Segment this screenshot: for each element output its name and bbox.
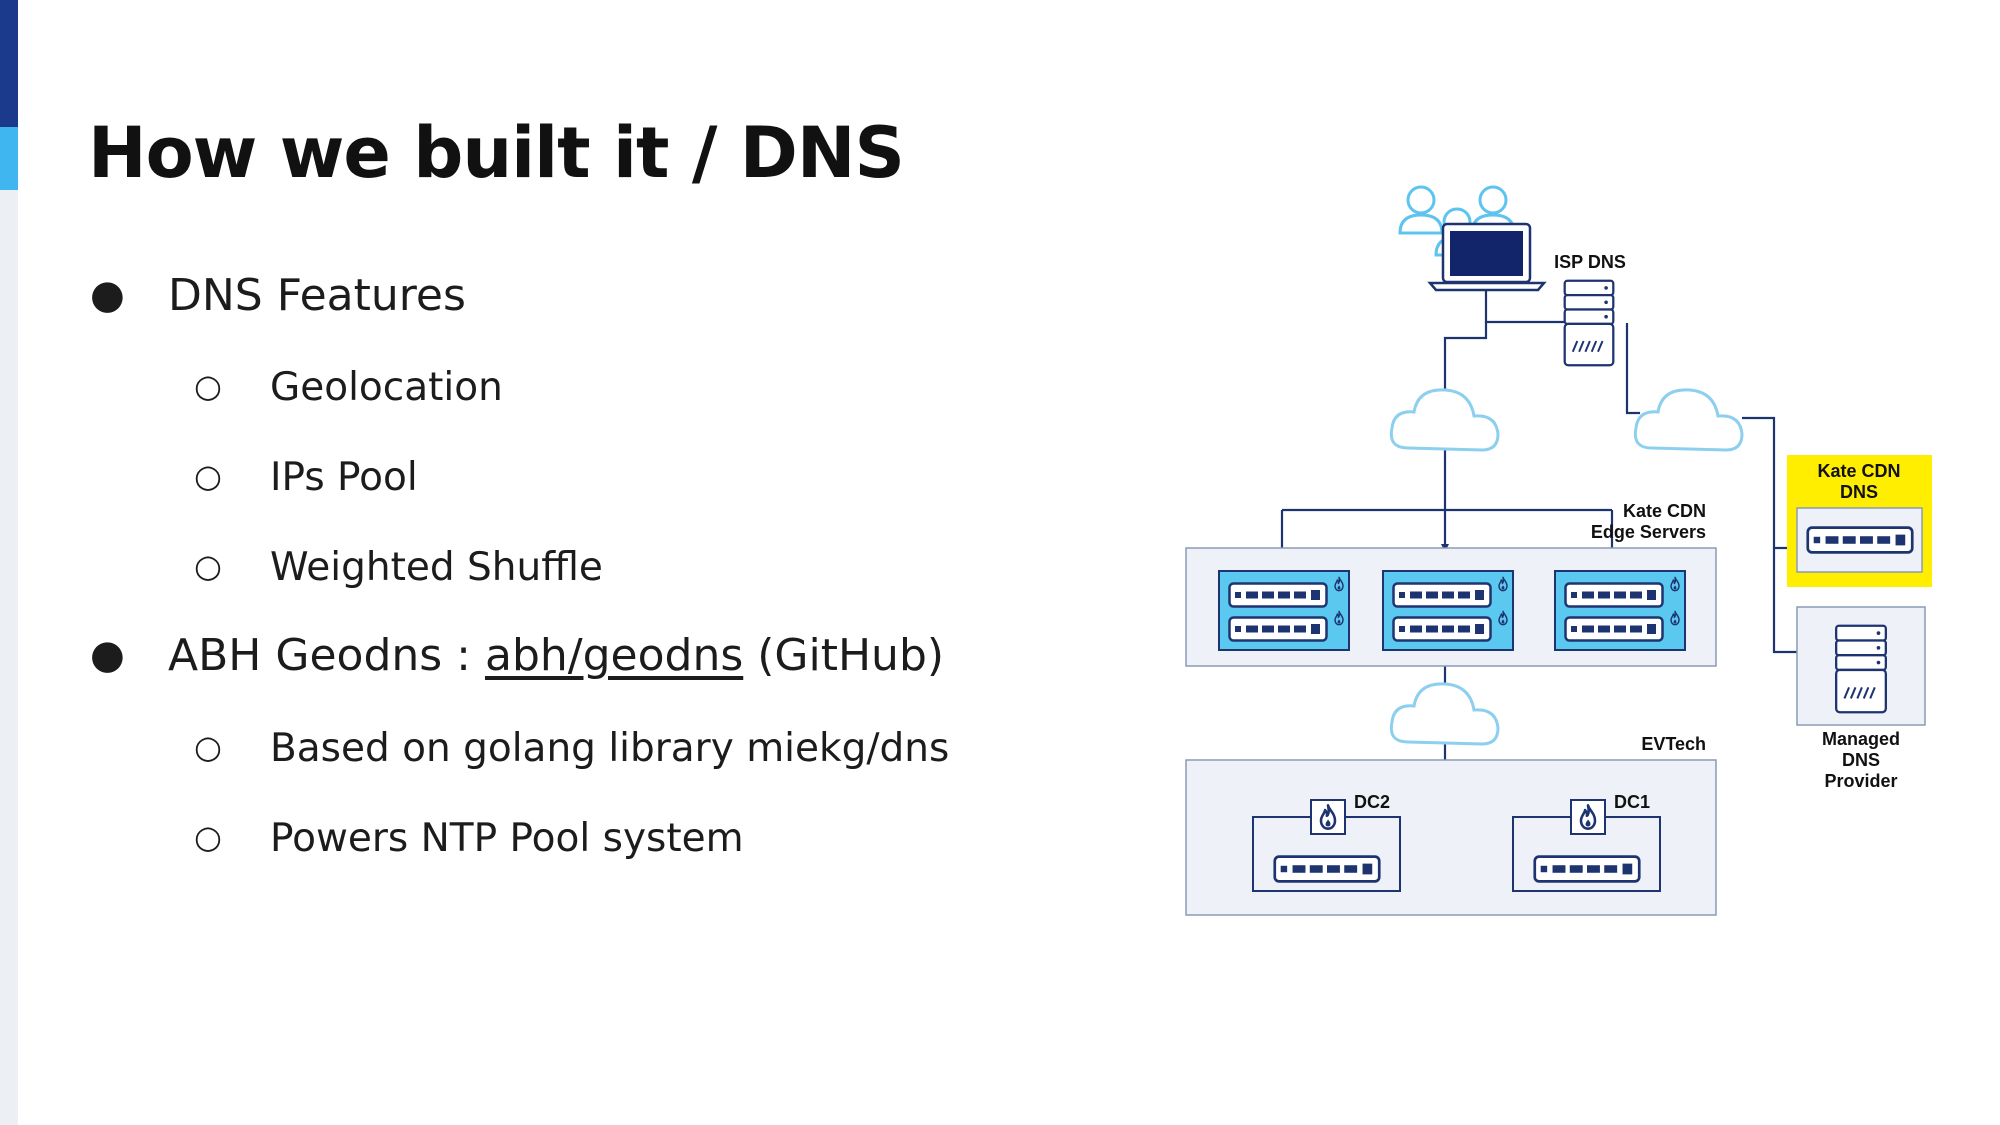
line-to-cloud-left	[1443, 322, 1488, 410]
connector-lines	[1278, 285, 1797, 799]
accent-bar-light	[0, 127, 18, 190]
laptop-icon	[1427, 222, 1547, 292]
accent-bar-dark	[0, 0, 18, 127]
kate-dns-label-line2: DNS	[1840, 482, 1878, 502]
kate-cdn-dns	[1787, 455, 1932, 587]
bullet-marker: ○	[194, 728, 222, 766]
bullet-marker: ○	[194, 547, 222, 585]
dc2-datacenter	[1252, 799, 1401, 892]
dc1-datacenter	[1512, 799, 1661, 892]
evtech-label: EVTech	[1641, 734, 1706, 754]
bullet-weighted-shuffle: ○ Weighted Shuffle	[194, 545, 603, 590]
bullet-text: Geolocation	[270, 365, 503, 410]
edge-label-line2: Edge Servers	[1591, 522, 1706, 542]
managed-label-line3: Provider	[1824, 771, 1897, 791]
geodns-github-link[interactable]: abh/geodns	[484, 630, 744, 681]
bullet-ntp-pool: ○ Powers NTP Pool system	[194, 816, 744, 861]
bullet-dns-features: ● DNS Features	[90, 270, 466, 321]
slide-accent-bar	[0, 0, 18, 1125]
cloud-icon	[1389, 682, 1500, 746]
edge-server-group-2	[1382, 570, 1514, 651]
bullet-geolocation: ○ Geolocation	[194, 365, 503, 410]
isp-dns-server	[1563, 279, 1615, 367]
managed-label-line1: Managed	[1822, 729, 1900, 749]
edge-server-group-3	[1554, 570, 1686, 651]
dc2-label: DC2	[1354, 792, 1390, 812]
managed-dns-provider	[1796, 606, 1926, 726]
managed-label-line2: DNS	[1842, 750, 1880, 770]
bullet-marker: ●	[90, 272, 125, 318]
slide-title: How we built it / DNS	[88, 112, 905, 194]
bullet-text: DNS Features	[168, 270, 466, 321]
bullet-marker: ○	[194, 457, 222, 495]
bullet-text-before: ABH Geodns :	[168, 630, 485, 681]
bullet-text: Based on golang library miekg/dns	[270, 726, 950, 771]
line-to-kate-dns	[1742, 416, 1792, 550]
bullet-golang-library: ○ Based on golang library miekg/dns	[194, 726, 950, 771]
isp-dns-label: ISP DNS	[1554, 252, 1626, 272]
edge-server-group-1	[1218, 570, 1350, 651]
bullet-abh-geodns: ● ABH Geodns : abh/geodns (GitHub)	[90, 630, 945, 681]
line-to-managed-dns	[1772, 548, 1797, 654]
edge-label-line1: Kate CDN	[1623, 501, 1706, 521]
cloud-icon	[1633, 388, 1744, 452]
bullet-text: IPs Pool	[270, 455, 418, 500]
bullet-text-after: (GitHub)	[743, 630, 945, 681]
bullet-marker: ○	[194, 367, 222, 405]
dc1-label: DC1	[1614, 792, 1650, 812]
line-isp-to-cloud-right	[1625, 323, 1640, 415]
bullet-text: Weighted Shuffle	[270, 545, 603, 590]
bullet-ips-pool: ○ IPs Pool	[194, 455, 418, 500]
kate-dns-label-line1: Kate CDN	[1817, 461, 1900, 481]
bullet-text: Powers NTP Pool system	[270, 816, 744, 861]
cloud-icon	[1389, 388, 1500, 452]
bullet-marker: ○	[194, 818, 222, 856]
bullet-marker: ●	[90, 632, 125, 678]
